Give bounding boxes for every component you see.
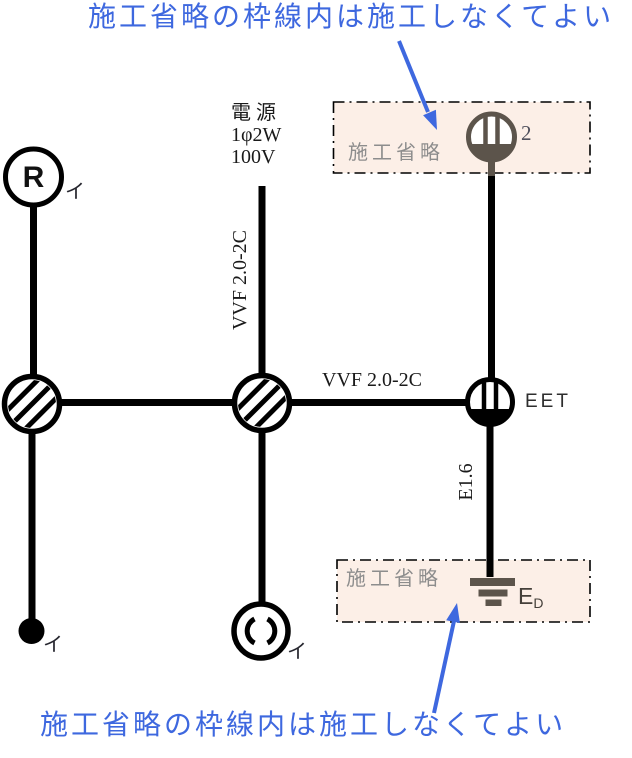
earth-wire-label: E1.6 <box>455 463 477 501</box>
omission-box-top <box>332 101 591 174</box>
circuit-mark-switch: イ <box>43 634 63 656</box>
earth-icon <box>470 578 515 606</box>
cable-label-vertical: VVF 2.0-2C <box>229 229 251 331</box>
outlet-top-icon <box>466 111 517 176</box>
cable-label-horizontal: VVF 2.0-2C <box>322 369 423 391</box>
earth-label: ED <box>518 583 544 611</box>
switch-icon <box>18 618 45 644</box>
power-source-voltage: 100V <box>231 146 276 168</box>
circuit-mark-rosette: イ <box>287 641 307 663</box>
lamp-receptacle-letter: R <box>22 161 45 194</box>
lamp-receptacle-icon <box>3 146 64 208</box>
power-source-label: 電 源 1φ2W 100V <box>231 102 281 168</box>
junction-box-center-icon <box>231 372 293 434</box>
power-source-phase: 1φ2W <box>231 124 282 146</box>
wiring-lines <box>28 176 495 620</box>
omission-label-bottom: 施工省略 <box>346 568 442 590</box>
omission-box-bottom <box>336 559 591 623</box>
top-note: 施工省略の枠線内は施工しなくてよい <box>88 1 615 32</box>
bottom-annotation-arrow <box>432 603 460 714</box>
earth-label-main: E <box>518 583 534 609</box>
earth-label-sub: D <box>533 595 544 611</box>
eet-label: EET <box>525 391 571 412</box>
omission-label-top: 施工省略 <box>348 142 444 164</box>
circuit-mark-receptacle: イ <box>65 181 85 203</box>
power-source-title: 電 源 <box>231 102 276 124</box>
top-annotation-arrow <box>397 40 437 130</box>
ceiling-rosette-icon <box>231 601 291 661</box>
outlet-eet-icon <box>465 377 515 427</box>
bottom-note: 施工省略の枠線内は施工しなくてよい <box>40 709 567 740</box>
outlet-count-label: 2 <box>521 121 532 145</box>
junction-box-left-icon <box>1 373 63 435</box>
